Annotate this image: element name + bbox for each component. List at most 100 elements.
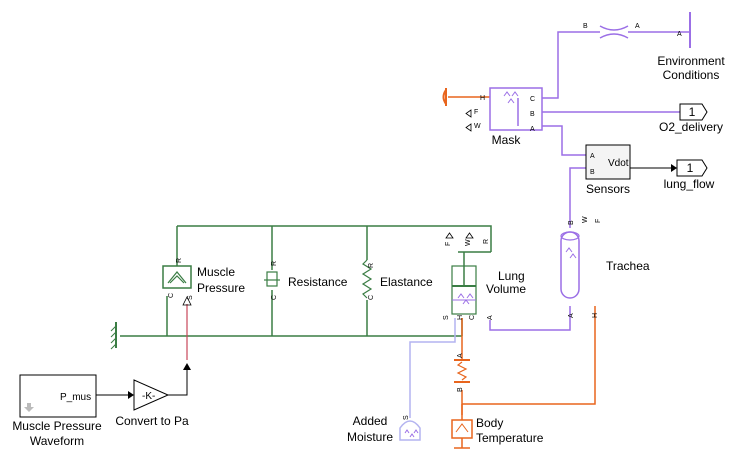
port-b: B: [457, 387, 464, 392]
outport-label: lung_flow: [664, 177, 715, 191]
trachea-block[interactable]: B W F A H Trachea: [560, 216, 650, 318]
ground-icon: [110, 325, 117, 350]
port-r: R: [176, 258, 183, 263]
output-label: P_mus: [60, 392, 91, 403]
port-w: W: [582, 216, 589, 223]
lung-volume-block[interactable]: F W R S H C A Lung Volume: [443, 232, 526, 320]
block-label: Convert to Pa: [115, 414, 189, 428]
port-a: A: [487, 315, 494, 320]
port-a: A: [590, 153, 595, 160]
block-label: Lung: [498, 269, 525, 283]
gain-triangle: [133, 379, 170, 411]
outport-number: 1: [689, 105, 696, 119]
port-a: A: [457, 353, 464, 358]
port-r: R: [271, 261, 278, 266]
lung-flow-outport[interactable]: 1 lung_flow: [664, 159, 715, 191]
port-s: S: [443, 315, 450, 320]
elastance-block[interactable]: R C Elastance: [361, 259, 433, 300]
port-vdot: Vdot: [608, 158, 629, 169]
resistance-block[interactable]: R C Resistance: [264, 261, 348, 300]
environment-conditions-block[interactable]: B A A Environment Conditions: [583, 12, 725, 82]
moisture-wires: [409, 318, 456, 418]
block-label: Waveform: [30, 434, 84, 448]
port-b: B: [583, 23, 588, 30]
outport-label: O2_delivery: [659, 120, 723, 134]
block-label: Body: [476, 416, 503, 430]
mask-body: [489, 87, 543, 131]
port-h: H: [592, 313, 599, 318]
connections: [96, 31, 690, 420]
orifice-icon: [599, 25, 629, 39]
block-label: Conditions: [663, 68, 720, 82]
force-source-icon: [167, 271, 187, 284]
port-r: R: [483, 239, 490, 244]
port-w: W: [465, 239, 472, 246]
block-label: Environment: [657, 54, 725, 68]
block-label: Temperature: [476, 431, 544, 445]
port-c: C: [168, 293, 175, 298]
port-a: A: [635, 23, 640, 30]
sensors-block[interactable]: A B Vdot Sensors: [585, 144, 631, 196]
block-label: Resistance: [288, 275, 348, 289]
outport-number: 1: [687, 161, 694, 175]
droplets-icon: [565, 247, 577, 259]
block-label: Trachea: [606, 259, 650, 273]
port-h: H: [480, 95, 485, 102]
block-label: Sensors: [586, 182, 630, 196]
port-h: H: [457, 315, 464, 320]
port-b: B: [530, 111, 535, 118]
muscle-pressure-waveform-block[interactable]: P_mus Muscle Pressure Waveform: [12, 374, 102, 448]
added-moisture-block[interactable]: S Added Moisture: [347, 414, 421, 444]
sensors-body: [585, 144, 631, 180]
port-b: B: [568, 220, 575, 225]
port-f: F: [474, 109, 478, 116]
moisture-source-icon: [399, 420, 421, 441]
o2-delivery-outport[interactable]: 1 O2_delivery: [659, 103, 723, 134]
port-b: B: [590, 169, 595, 176]
droplets-icon: [503, 91, 519, 104]
muscle-pressure-source[interactable]: C R S Muscle Pressure: [162, 258, 245, 306]
block-label: Pressure: [197, 281, 245, 295]
block-label: Moisture: [347, 430, 393, 444]
port-a: A: [677, 31, 682, 38]
port-f: F: [445, 242, 452, 246]
mask-block[interactable]: H F W C B A Mask: [442, 87, 543, 147]
temperature-source-icon: [451, 419, 473, 439]
mechanical-wires: [120, 225, 492, 337]
gain-value: -K-: [142, 391, 155, 402]
outport-shape: [676, 159, 708, 177]
waveform-body: [19, 374, 97, 418]
port-c: C: [530, 96, 535, 103]
thermal-wires: [448, 96, 596, 420]
port-s: S: [403, 415, 410, 420]
gas-wires: [489, 31, 690, 331]
pipe-icon: [560, 231, 580, 299]
port-f: F: [595, 219, 602, 223]
block-label: Muscle Pressure: [12, 419, 102, 433]
body-temperature-block[interactable]: Body Temperature: [451, 416, 544, 449]
outport-shape: [679, 103, 708, 121]
source-body: [162, 265, 192, 289]
block-label: Elastance: [380, 275, 433, 289]
port-s: S: [187, 295, 194, 300]
block-label: Added: [353, 414, 388, 428]
block-label: Mask: [492, 133, 522, 147]
lookup-icon: [24, 403, 34, 412]
port-c: C: [368, 295, 375, 300]
port-c: C: [271, 295, 278, 300]
port-r: R: [368, 263, 375, 268]
port-w: W: [474, 123, 481, 130]
block-label: Muscle: [197, 265, 235, 279]
port-a: A: [530, 126, 535, 133]
signal-wires: [96, 167, 677, 396]
thermal-spring-icon: [456, 361, 468, 381]
port-c: C: [469, 315, 476, 320]
port-a: A: [568, 313, 575, 318]
convert-to-pa-gain[interactable]: -K- Convert to Pa: [115, 379, 189, 428]
spring-icon: [361, 259, 373, 299]
damper-icon: [266, 271, 278, 287]
block-label: Volume: [486, 282, 526, 296]
thermal-resistance-block[interactable]: A B: [454, 353, 470, 392]
mechanical-reference-block[interactable]: [110, 322, 117, 350]
